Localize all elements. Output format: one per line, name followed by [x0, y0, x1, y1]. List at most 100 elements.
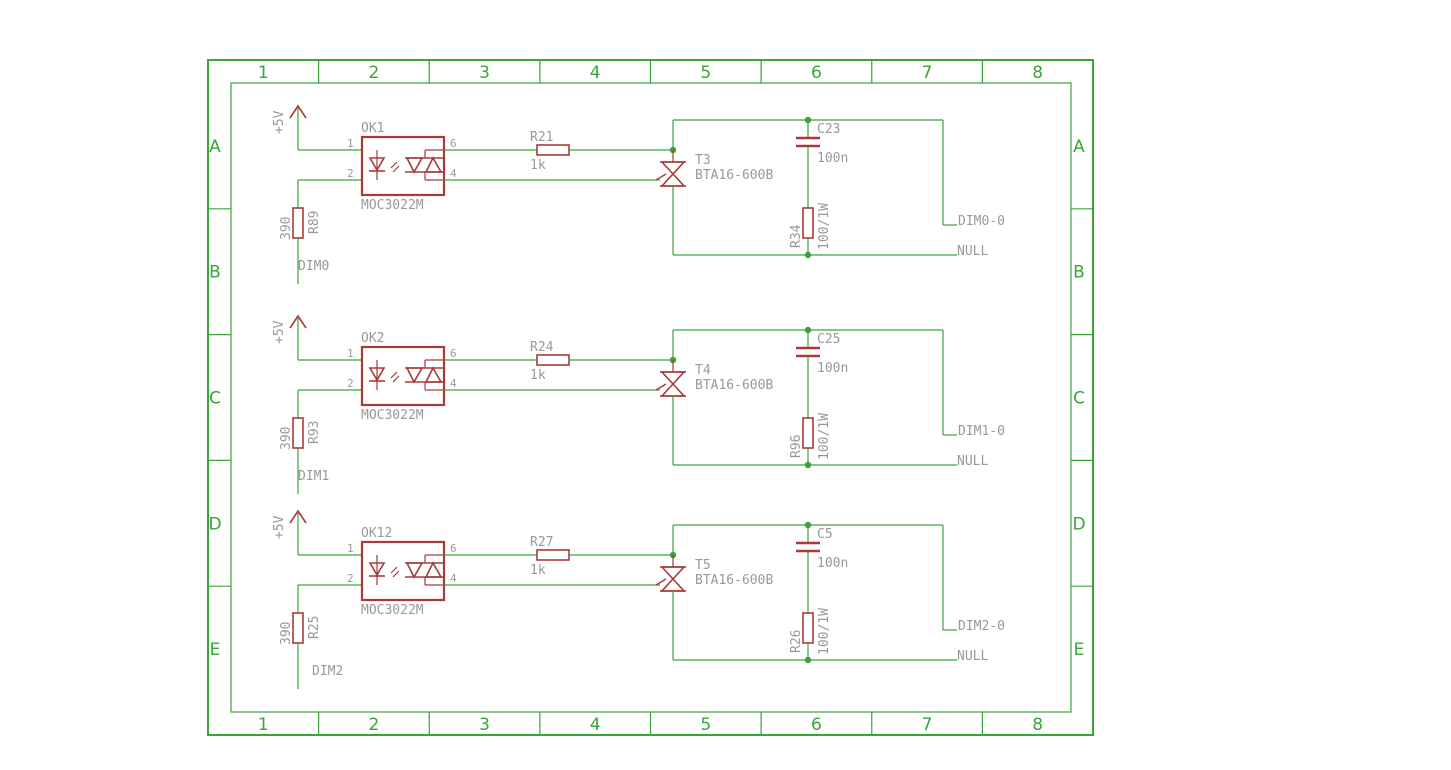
pin-number: 2 — [347, 377, 354, 390]
diac-icon — [424, 561, 443, 578]
supply-symbol: +5V — [272, 509, 307, 555]
capacitor-value: 100n — [817, 151, 848, 166]
light-arrow-icon — [390, 566, 398, 574]
light-arrow-icon — [392, 165, 400, 173]
resistor-name: R24 — [530, 340, 554, 355]
supply-arrow-icon — [289, 104, 307, 119]
supply-arrow-icon — [289, 314, 307, 329]
supply-label: +5V — [272, 320, 287, 344]
supply-symbol: +5V — [272, 314, 307, 360]
optocoupler-part: MOC3022M — [361, 408, 424, 423]
input-net-label: DIM2 — [312, 664, 343, 679]
optocoupler-body — [360, 345, 446, 407]
pin-number: 2 — [347, 167, 354, 180]
diac-icon — [405, 367, 424, 384]
led-resistor: 390 R25 — [279, 612, 322, 689]
gate-lead — [655, 578, 667, 586]
column-label-top: 1 — [258, 63, 269, 83]
resistor-body — [292, 207, 304, 239]
resistor-value: 390 — [279, 217, 294, 240]
input-net-label: DIM1 — [298, 469, 329, 484]
row-label-right: B — [1073, 263, 1085, 283]
light-arrow-icon — [392, 570, 400, 578]
led-icon — [368, 367, 386, 382]
optocoupler-name: OK1 — [361, 121, 384, 136]
pin-number: 2 — [347, 572, 354, 585]
pin-number: 1 — [347, 542, 354, 555]
resistor-body — [536, 549, 570, 561]
supply-arrow-icon — [289, 509, 307, 524]
capacitor-name: C23 — [817, 122, 840, 137]
output-net-label: DIM0-0 — [958, 214, 1005, 229]
resistor-value: 1k — [530, 368, 546, 383]
resistor-value: 390 — [279, 622, 294, 645]
resistor-name: R25 — [307, 616, 322, 639]
pin-number: 4 — [450, 377, 457, 390]
triac-icon — [660, 371, 686, 386]
diac-icon — [405, 157, 424, 174]
column-label-top: 7 — [922, 63, 933, 83]
pin-number: 4 — [450, 167, 457, 180]
input-net-label: DIM0 — [298, 259, 329, 274]
triac-name: T3 — [695, 153, 711, 168]
column-label-top: 6 — [811, 63, 822, 83]
pin-number: 1 — [347, 347, 354, 360]
neutral-net-label: NULL — [957, 649, 988, 664]
triac-part: BTA16-600B — [695, 168, 773, 183]
diac-icon — [424, 156, 443, 173]
triac-name: T4 — [695, 363, 711, 378]
supply-label: +5V — [272, 110, 287, 134]
column-label-bottom: 7 — [922, 715, 933, 735]
resistor-value: 100/1W — [817, 413, 832, 460]
resistor-body — [802, 417, 814, 449]
triac-icon — [660, 161, 686, 176]
optocoupler-name: OK12 — [361, 526, 392, 541]
column-label-bottom: 1 — [258, 715, 269, 735]
column-label-bottom: 2 — [369, 715, 380, 735]
row-label-right: A — [1073, 137, 1085, 157]
junction-dot — [804, 656, 812, 664]
row-label-left: A — [209, 137, 221, 157]
pin-number: 6 — [450, 137, 457, 150]
capacitor-value: 100n — [817, 556, 848, 571]
output-net-label: DIM2-0 — [958, 619, 1005, 634]
gate-lead — [655, 383, 667, 391]
diac-icon — [424, 366, 443, 383]
optocoupler-part: MOC3022M — [361, 603, 424, 618]
row-label-left: C — [209, 389, 221, 409]
row-label-right: E — [1074, 640, 1085, 660]
column-label-bottom: 8 — [1032, 715, 1043, 735]
light-arrow-icon — [390, 161, 398, 169]
optocoupler-body — [360, 135, 446, 197]
led-icon — [368, 562, 386, 577]
junction-dot — [804, 461, 812, 469]
column-label-bottom: 3 — [479, 715, 490, 735]
light-arrow-icon — [390, 371, 398, 379]
resistor-body — [536, 144, 570, 156]
resistor-name: R21 — [530, 130, 553, 145]
row-label-left: D — [208, 514, 221, 534]
optocoupler-body — [360, 540, 446, 602]
light-arrow-icon — [392, 375, 400, 383]
triac-icon — [660, 566, 686, 581]
pin-number: 6 — [450, 347, 457, 360]
triac-icon — [660, 172, 686, 187]
capacitor-value: 100n — [817, 361, 848, 376]
column-label-bottom: 4 — [590, 715, 601, 735]
neutral-net-label: NULL — [957, 454, 988, 469]
resistor-value: 100/1W — [817, 203, 832, 250]
row-label-left: B — [209, 263, 221, 283]
junction-dot — [804, 251, 812, 259]
supply-symbol: +5V — [272, 104, 307, 150]
